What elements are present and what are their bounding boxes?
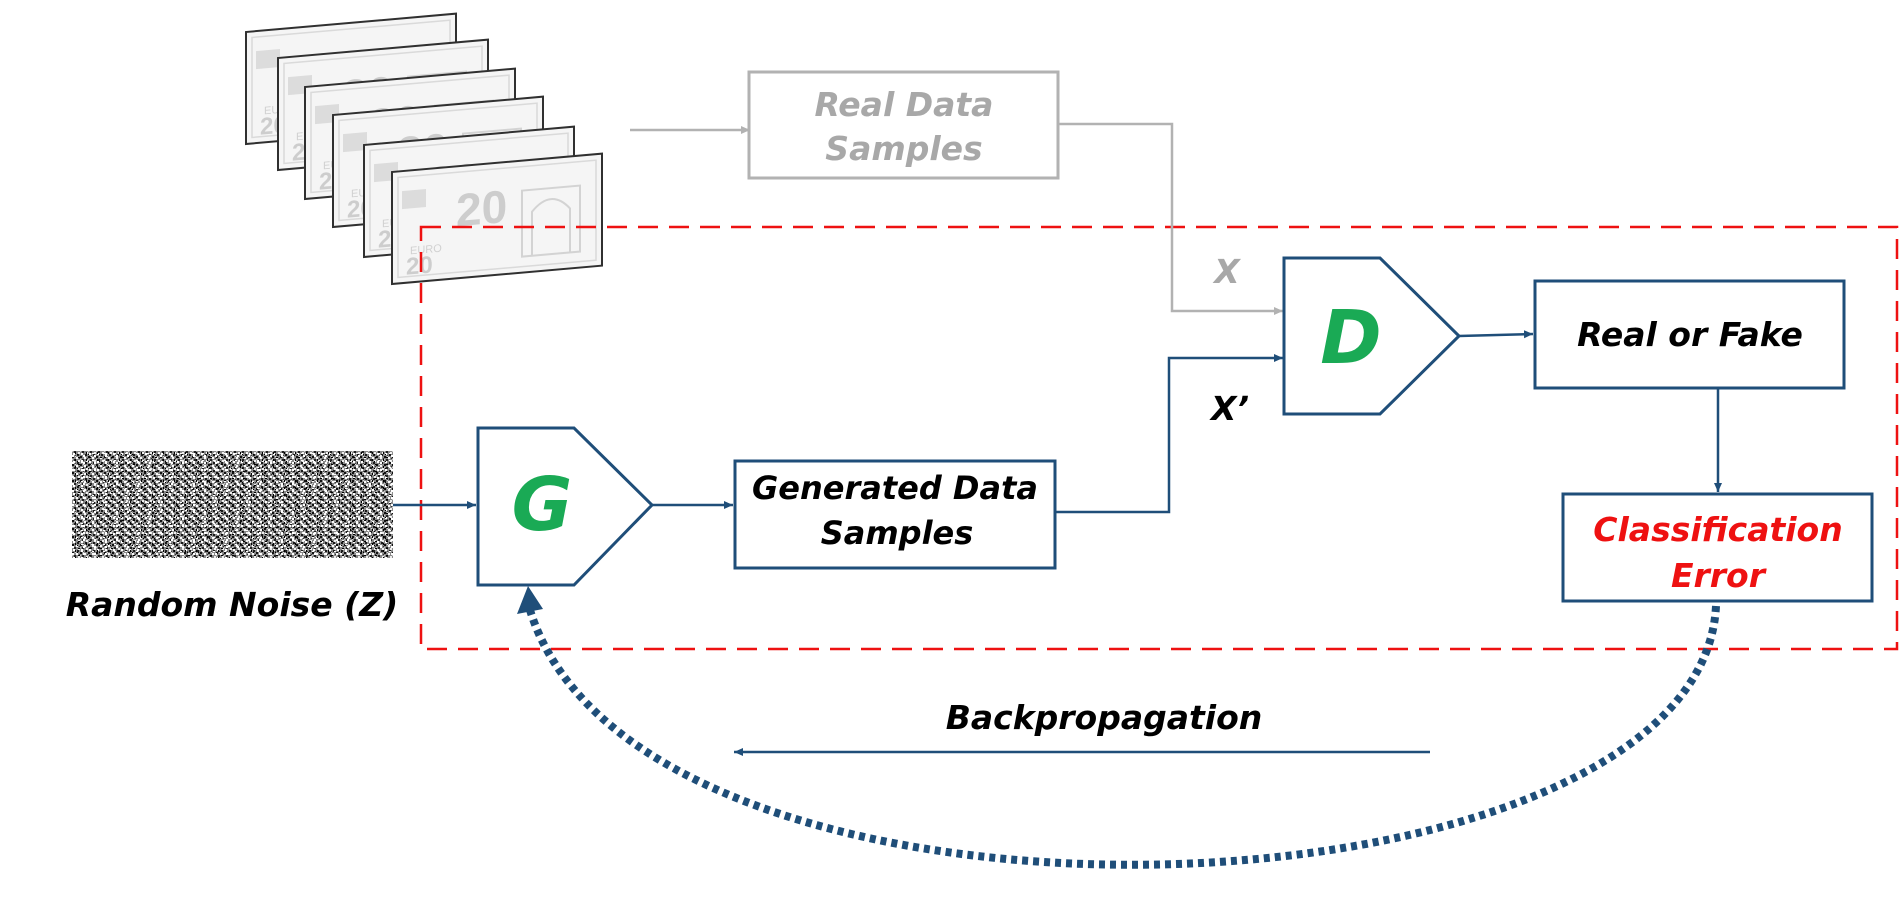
arrow-generated-to-d [1055,354,1283,514]
feedback-arrowhead [517,586,543,614]
backprop-label: Backpropagation [946,698,1263,737]
x-fake-label: X’ [1209,389,1249,428]
real-data-line1: Real Data [815,85,994,124]
real-or-fake-label: Real or Fake [1577,315,1803,354]
classification-error-box: Classification Error [1561,492,1874,603]
noise-label: Random Noise (Z) [66,585,399,624]
generated-line2: Samples [821,514,974,552]
arrow-real-to-d [1058,122,1283,315]
classification-error-line1: Classification [1593,510,1842,549]
discriminator-block: D [1282,256,1462,416]
x-real-label: X [1212,252,1241,291]
generated-line1: Generated Data [752,469,1038,507]
classification-error-line2: Error [1671,556,1767,595]
discriminator-letter: D [1320,295,1381,381]
feedback-curve [526,605,1720,869]
noise-image [72,451,393,558]
arrow-d-to-realfake [1458,330,1534,339]
training-region [419,225,1899,651]
real-data-line2: Samples [825,129,982,168]
generator-letter: G [512,462,573,548]
banknotes-icon [244,12,604,286]
generator-block: G [476,426,655,587]
generated-data-samples-box: Generated Data Samples [733,459,1057,570]
real-data-samples-box: Real Data Samples [747,70,1060,180]
real-or-fake-box: Real or Fake [1533,279,1846,390]
